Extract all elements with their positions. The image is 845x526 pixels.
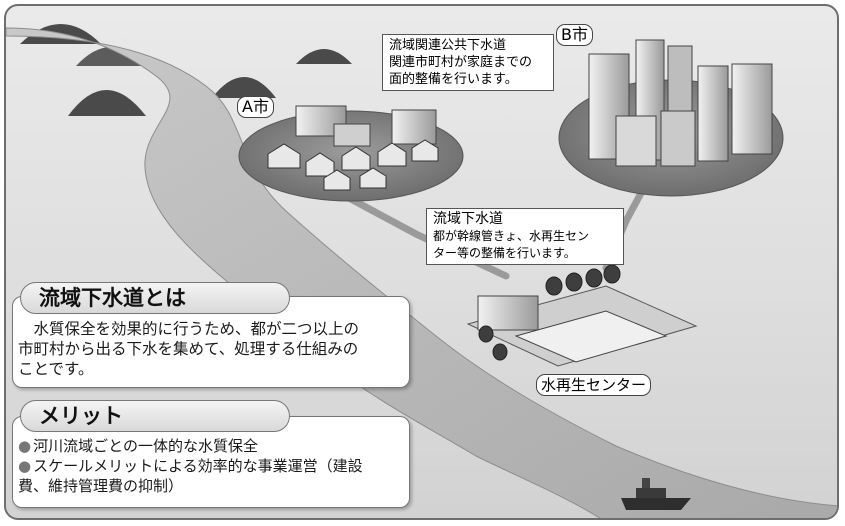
basin-sewer-callout: 流域下水道 都が幹線管きょ、水再生セン ター等の整備を行います。	[426, 208, 624, 265]
definition-line: ことです。	[18, 360, 94, 378]
merit-list: ●河川流域ごとの一体的な水質保全 ●スケールメリットによる効率的な事業運営（建設…	[18, 436, 363, 496]
hill	[296, 49, 352, 64]
boat-illustration	[621, 478, 691, 510]
merit-item-text: 河川流域ごとの一体的な水質保全	[33, 437, 258, 455]
plant-label: 水再生センター	[536, 374, 652, 396]
scene-illustration	[6, 24, 837, 518]
hill	[212, 77, 276, 98]
definition-line: 市町村から出る下水を集めて、処理する仕組みの	[18, 340, 359, 358]
related-sewer-line: 関連市町村が家庭までの	[389, 55, 533, 70]
definition-text: 水質保全を効果的に行うため、都が二つ以上の 市町村から出る下水を集めて、処理する…	[18, 319, 359, 379]
hill	[68, 90, 146, 116]
related-sewer-callout: 流域関連公共下水道 関連市町村が家庭までの 面的整備を行います。	[382, 34, 554, 91]
bullet-icon: ●	[18, 457, 32, 475]
related-sewer-title: 流域関連公共下水道	[389, 38, 507, 53]
merit-item: ●河川流域ごとの一体的な水質保全	[18, 436, 363, 456]
city-b-label: B市	[556, 24, 593, 46]
bullet-icon: ●	[18, 437, 32, 455]
basin-sewer-line: 都が幹線管きょ、水再生セン	[433, 229, 590, 243]
basin-sewer-title: 流域下水道	[433, 211, 503, 227]
merit-item-text: スケールメリットによる効率的な事業運営（建設	[33, 457, 363, 475]
definition-heading: 流域下水道とは	[20, 282, 290, 314]
related-sewer-line: 面的整備を行います。	[389, 72, 518, 87]
merit-heading: メリット	[20, 400, 290, 432]
diagram-frame: A市 B市 水再生センター 流域関連公共下水道 関連市町村が家庭までの 面的整備…	[4, 4, 839, 520]
basin-sewer-line: ター等の整備を行います。	[433, 246, 576, 260]
definition-line: 水質保全を効果的に行うため、都が二つ以上の	[18, 320, 360, 338]
city-a-illustration	[238, 105, 464, 202]
merit-item-continuation: 費、維持管理費の抑制）	[18, 477, 184, 495]
city-a-label: A市	[237, 96, 274, 118]
plant-illustration	[466, 264, 698, 367]
merit-item: ●スケールメリットによる効率的な事業運営（建設	[18, 456, 363, 476]
city-b-illustration	[558, 39, 784, 197]
